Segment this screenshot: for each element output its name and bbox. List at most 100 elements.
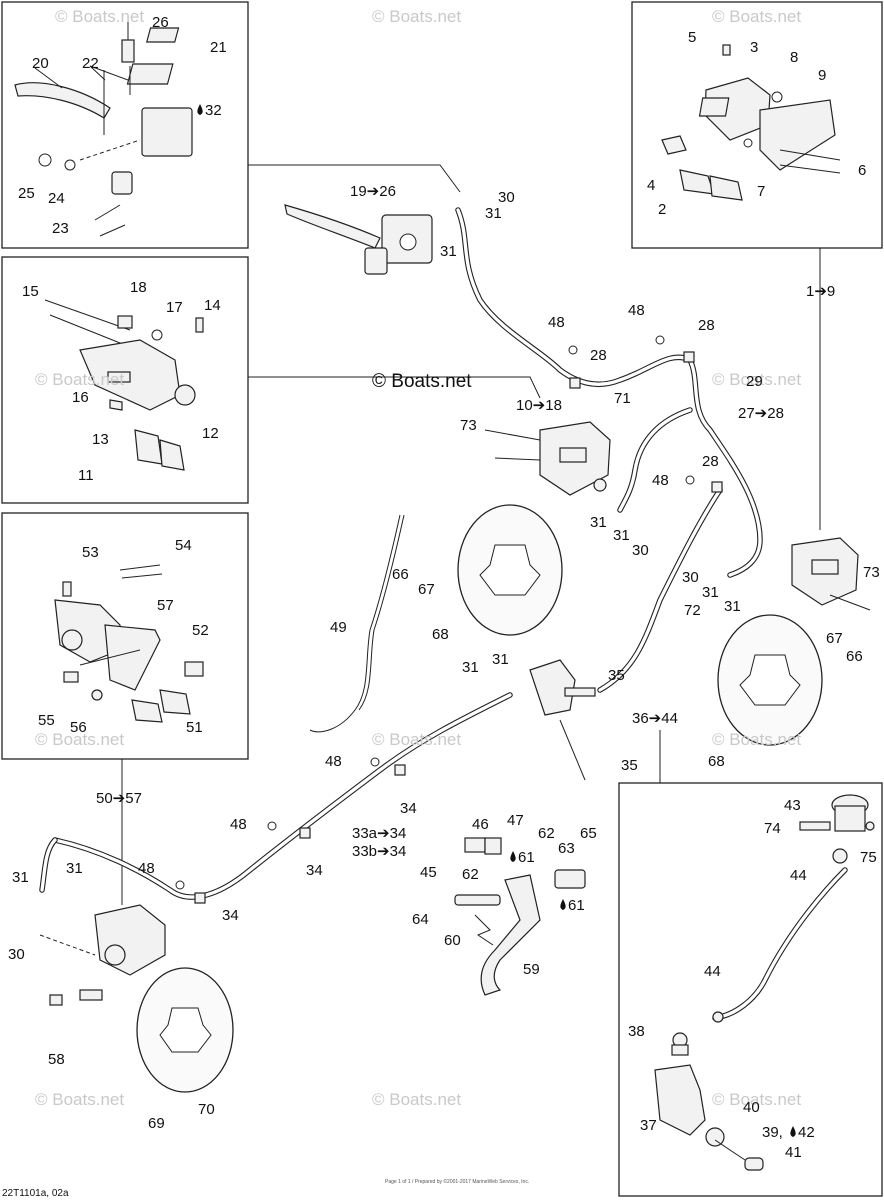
part-label: 27➔28 <box>738 405 784 422</box>
drop-icon <box>790 1126 796 1137</box>
part-label: 56 <box>70 719 87 736</box>
part-label: 69 <box>148 1115 165 1132</box>
part-label: 44 <box>704 963 721 980</box>
part-label: 31 <box>492 651 509 668</box>
front-disc-right <box>717 614 823 746</box>
part-label: 48 <box>628 302 645 319</box>
rear-master-cylinder-exploded <box>654 794 875 1171</box>
hose-clips <box>175 335 723 904</box>
part-label: 36➔44 <box>632 710 678 727</box>
figure-id: 22T1101a, 02a <box>2 1188 69 1199</box>
part-label: 13 <box>92 431 109 448</box>
part-label: 34 <box>400 800 417 817</box>
part-label: 58 <box>48 1051 65 1068</box>
part-label: 48 <box>138 860 155 877</box>
inset-box-rear-caliper <box>1 512 249 760</box>
watermark: © Boats.net <box>712 7 801 26</box>
part-label: 24 <box>48 190 65 207</box>
part-label: 71 <box>614 390 631 407</box>
part-label: 46 <box>472 816 489 833</box>
watermark: © Boats.net <box>372 7 461 26</box>
part-label: 35 <box>608 667 625 684</box>
part-label: 30 <box>8 946 25 963</box>
part-label: 2 <box>658 201 666 218</box>
front-caliper-main-right <box>791 537 871 611</box>
part-label: 67 <box>826 630 843 647</box>
part-label: 25 <box>18 185 35 202</box>
part-label: 7 <box>757 183 765 200</box>
part-label: 75 <box>860 849 877 866</box>
part-label: 28 <box>702 453 719 470</box>
leader-19-26 <box>248 164 461 193</box>
part-label: 14 <box>204 297 221 314</box>
part-label: 22 <box>82 55 99 72</box>
front-caliper-right-exploded <box>661 44 841 201</box>
part-label: 57 <box>157 597 174 614</box>
master-cylinder-exploded <box>14 18 193 237</box>
watermark: © Boats.net <box>712 1090 801 1109</box>
part-label: 30 <box>682 569 699 586</box>
drop-icon <box>560 899 566 910</box>
handlebar-master-cylinder <box>284 204 433 275</box>
watermark: © Boats.net <box>372 1090 461 1109</box>
drop-icon <box>197 104 203 115</box>
part-label: 31 <box>485 205 502 222</box>
part-label: 23 <box>52 220 69 237</box>
part-label: 44 <box>790 867 807 884</box>
watermark: © Boats.net <box>372 730 461 749</box>
part-label: 34 <box>306 862 323 879</box>
part-label: 66 <box>846 648 863 665</box>
part-label: 4 <box>647 177 655 194</box>
watermark: © Boats.net <box>55 7 144 26</box>
part-label: 70 <box>198 1101 215 1118</box>
part-label: 40 <box>743 1099 760 1116</box>
front-caliper-left-exploded <box>44 299 204 471</box>
part-label: 10➔18 <box>516 397 562 414</box>
part-label: 55 <box>38 712 55 729</box>
part-label: 38 <box>628 1023 645 1040</box>
part-label: 68 <box>432 626 449 643</box>
watermark: © Boats.net <box>35 1090 124 1109</box>
inset-box-master-cylinder <box>1 1 249 249</box>
lubricant-drop-icons <box>197 104 796 1137</box>
part-label: 64 <box>412 911 429 928</box>
part-label: 1➔9 <box>806 283 835 300</box>
part-label: 48 <box>325 753 342 770</box>
part-label: 19➔26 <box>350 183 396 200</box>
part-label: 59 <box>523 961 540 978</box>
inset-box-front-caliper-right <box>631 1 883 249</box>
part-label: 34 <box>222 907 239 924</box>
part-label: 49 <box>330 619 347 636</box>
part-label: 31 <box>590 514 607 531</box>
rear-caliper-exploded <box>54 564 204 723</box>
part-label: 17 <box>166 299 183 316</box>
junction-block <box>529 659 596 781</box>
part-label: 48 <box>230 816 247 833</box>
part-label: 31 <box>462 659 479 676</box>
part-label: 12 <box>202 425 219 442</box>
part-label: 54 <box>175 537 192 554</box>
inset-box-rear-master-cylinder <box>618 782 883 1197</box>
part-label: 31 <box>66 860 83 877</box>
part-label: 26 <box>152 14 169 31</box>
part-label: 6 <box>858 162 866 179</box>
part-label: 16 <box>72 389 89 406</box>
brake-lines <box>39 207 763 900</box>
part-label: 31 <box>702 584 719 601</box>
part-label: 30 <box>498 189 515 206</box>
part-label: 72 <box>684 602 701 619</box>
part-label: 66 <box>392 566 409 583</box>
part-label: 74 <box>764 820 781 837</box>
part-label: 63 <box>558 840 575 857</box>
front-caliper-main-left <box>484 421 611 496</box>
rear-caliper-main <box>39 904 166 1006</box>
part-label: 41 <box>785 1144 802 1161</box>
inset-box-front-caliper-left <box>1 256 249 504</box>
part-label: 32 <box>205 102 222 119</box>
watermark: © Boats.net <box>35 370 124 389</box>
watermark: © Boats.net <box>35 730 124 749</box>
footer-line: Page 1 of 1 / Prepared by ©2001-2017 Mar… <box>385 1178 529 1185</box>
part-label: 53 <box>82 544 99 561</box>
part-label: 31 <box>12 869 29 886</box>
